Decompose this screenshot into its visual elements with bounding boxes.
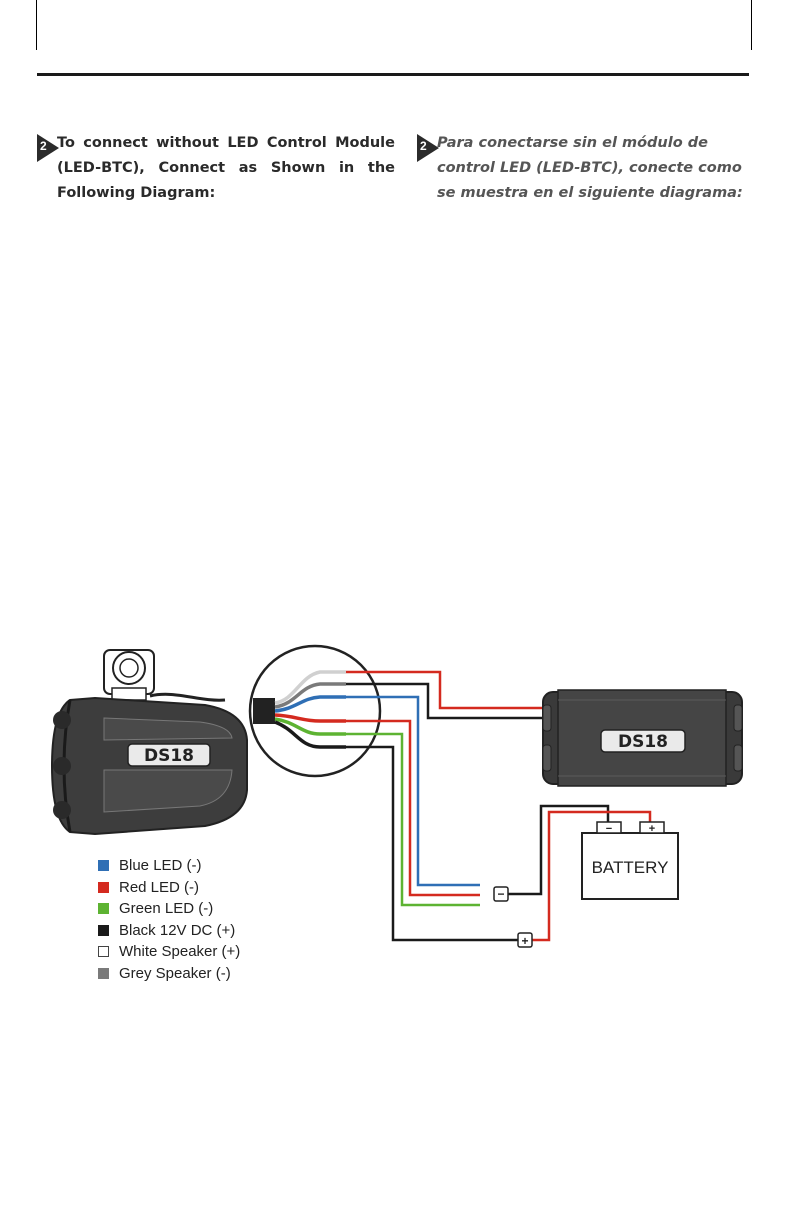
battery-negative-terminal: − xyxy=(606,823,612,835)
legend-swatch xyxy=(98,924,109,936)
crop-mark-right xyxy=(751,0,752,50)
instruction-spanish-text: Para conectarse sin el módulo de control… xyxy=(437,135,743,201)
junction-negative: − xyxy=(493,886,509,902)
svg-text:−: − xyxy=(497,887,504,901)
instruction-english-text: To connect without LED Control Module (L… xyxy=(57,135,395,201)
tower-speaker: DS18 xyxy=(50,649,248,836)
legend-swatch xyxy=(98,967,109,979)
legend-label: Red LED (-) xyxy=(119,878,200,896)
battery-label: BATTERY xyxy=(592,858,669,877)
legend-swatch xyxy=(98,946,109,957)
step-number-badge: 2 xyxy=(37,134,59,162)
wire-speaker-negative xyxy=(346,682,545,720)
legend-label: Blue LED (-) xyxy=(119,857,202,874)
wire-red-led xyxy=(346,719,480,897)
legend-label: Green LED (-) xyxy=(119,900,214,917)
wire-green-led xyxy=(346,732,480,907)
amplifier-logo: DS18 xyxy=(618,732,668,752)
wire-positive xyxy=(531,810,652,942)
legend-swatch xyxy=(98,881,109,893)
amplifier: DS18 xyxy=(542,689,743,787)
header-rule xyxy=(37,73,749,76)
crop-mark-left xyxy=(36,0,37,50)
battery: − + BATTERY xyxy=(581,821,679,900)
junction-positive: + xyxy=(517,932,533,948)
wire-speaker-positive xyxy=(346,670,545,710)
speaker-logo: DS18 xyxy=(144,746,194,766)
wire-black-12v xyxy=(346,745,518,942)
wire-runs xyxy=(346,670,652,942)
legend-swatch xyxy=(98,903,109,914)
legend-label: White Speaker (+) xyxy=(119,943,241,960)
svg-text:+: + xyxy=(521,934,528,948)
legend-label: Grey Speaker (-) xyxy=(119,964,231,982)
connector-magnifier xyxy=(248,644,382,778)
legend-label: Black 12V DC (+) xyxy=(119,921,236,939)
battery-positive-terminal: + xyxy=(649,823,655,835)
wire-blue-led xyxy=(346,695,480,887)
step-number-badge: 2 xyxy=(417,134,439,162)
legend-swatch xyxy=(98,860,109,871)
